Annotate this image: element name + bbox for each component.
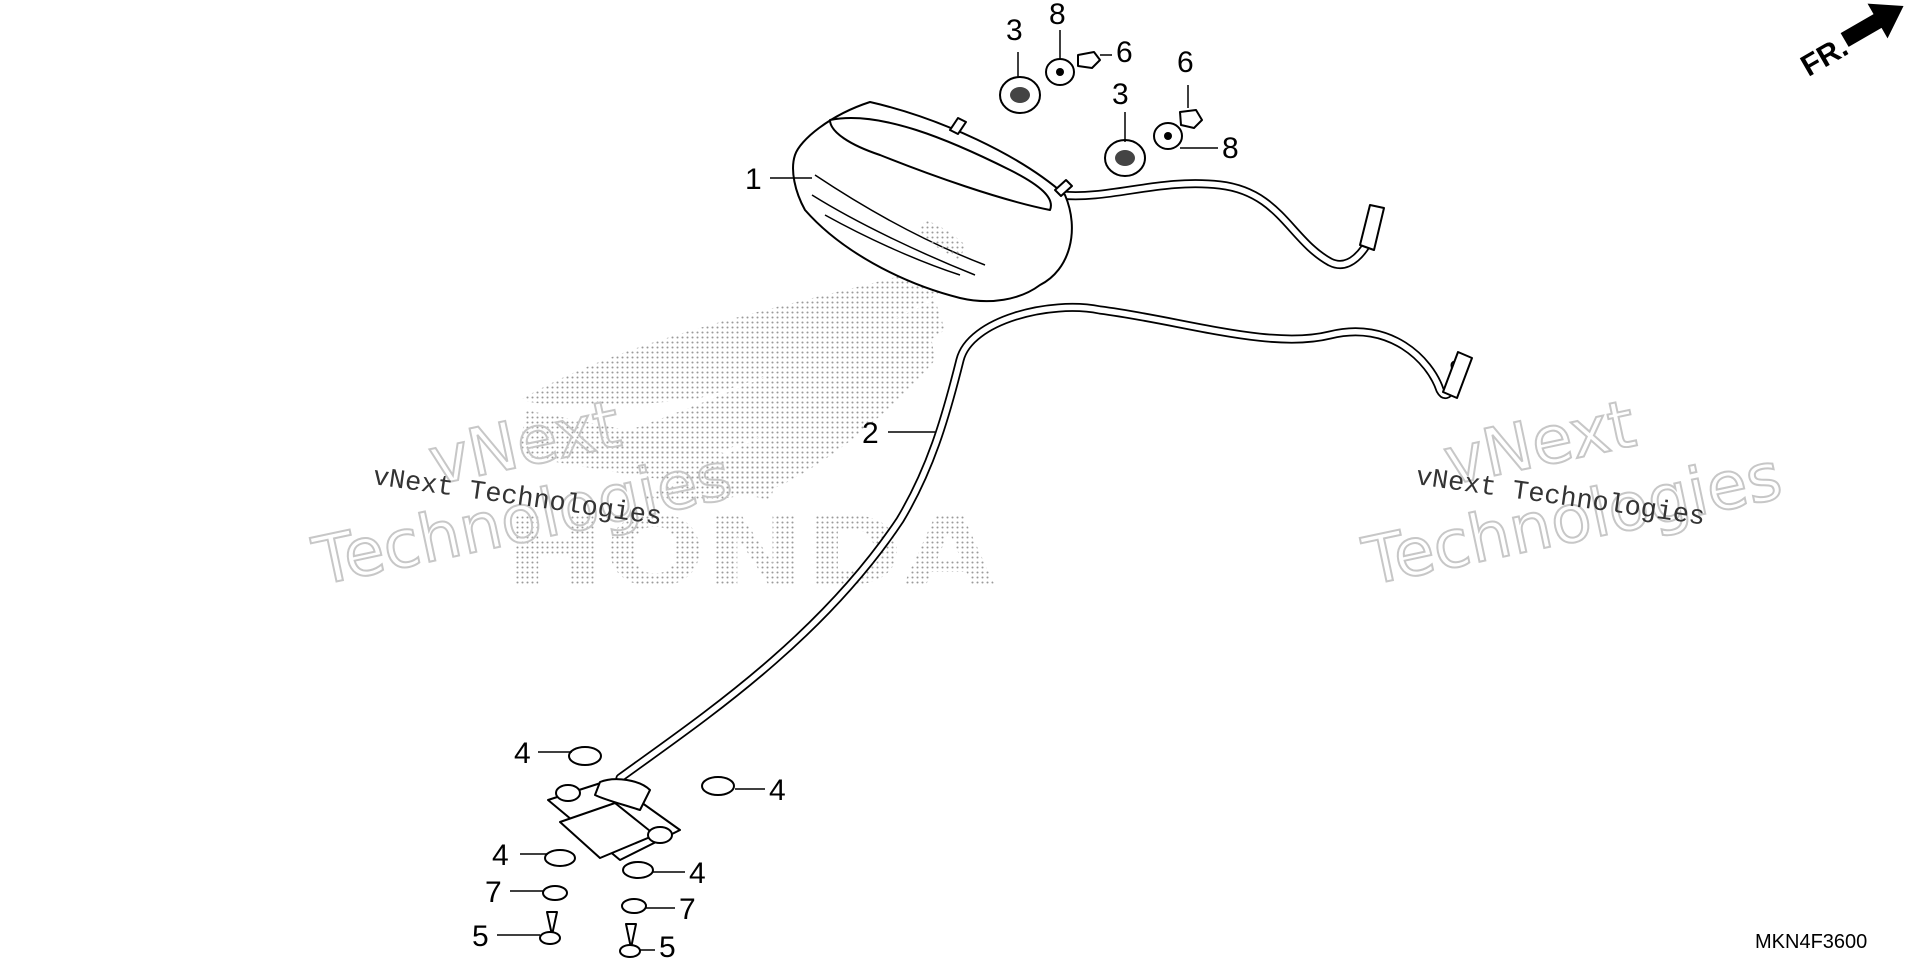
- wire-2-connector: [1442, 351, 1473, 399]
- screw-5a-head: [539, 931, 561, 945]
- callout-4d: 4: [689, 857, 706, 890]
- leader-lines: [497, 30, 1218, 951]
- callout-4c: 4: [492, 839, 509, 872]
- tail-light-stud-left: [949, 117, 967, 135]
- collar-7a: [542, 885, 568, 901]
- rubber-washer-4d: [622, 861, 654, 879]
- rubber-washer-4c: [544, 849, 576, 867]
- screw-5a-shank: [546, 911, 558, 936]
- callout-3a: 3: [1006, 14, 1023, 47]
- callouts: 1 2 3 8 6 3 6 8 4 4 4 4 7 7 5 5: [472, 0, 1239, 964]
- diagram-code: MKN4F3600: [1755, 931, 1867, 953]
- collar-7b: [621, 898, 647, 914]
- nut-6a: [1077, 51, 1101, 69]
- license-light: [547, 778, 681, 861]
- callout-7b: 7: [679, 893, 696, 926]
- callout-5a: 5: [472, 920, 489, 953]
- nut-6b: [1179, 109, 1203, 129]
- honda-wing-logo: HONDA: [505, 265, 995, 608]
- callout-8a: 8: [1049, 0, 1066, 31]
- tail-light-upper-cover: [829, 117, 1052, 211]
- tail-light-wire: [1055, 179, 1385, 269]
- callout-5b: 5: [659, 931, 676, 960]
- rubber-washer-4a: [568, 746, 602, 766]
- screw-5b-head: [619, 944, 641, 958]
- callout-4b: 4: [769, 774, 786, 807]
- tail-light-wire-connector: [1359, 204, 1385, 251]
- callout-1: 1: [745, 163, 762, 196]
- mount-hardware-lower: [539, 746, 735, 958]
- rubber-washer-4b: [701, 776, 735, 796]
- mount-hardware-upper: [999, 51, 1203, 177]
- callout-6a: 6: [1116, 36, 1133, 69]
- callout-8b: 8: [1222, 132, 1239, 165]
- callout-7a: 7: [485, 876, 502, 909]
- wire-harness-2: [615, 303, 1473, 783]
- callout-2: 2: [862, 417, 879, 450]
- front-direction-indicator: FR.: [1795, 3, 1904, 83]
- license-light-tab-right: [647, 826, 673, 844]
- front-arrow-icon: [1840, 3, 1904, 47]
- callout-6b: 6: [1177, 46, 1194, 79]
- screw-5b-shank: [625, 923, 637, 949]
- license-light-tab-left: [555, 784, 581, 802]
- tail-light-stud-right: [1054, 179, 1073, 197]
- callout-3b: 3: [1112, 78, 1129, 111]
- honda-logo-text: HONDA: [505, 496, 995, 608]
- callout-4a: 4: [514, 737, 531, 770]
- tail-light-assembly: [792, 101, 1073, 303]
